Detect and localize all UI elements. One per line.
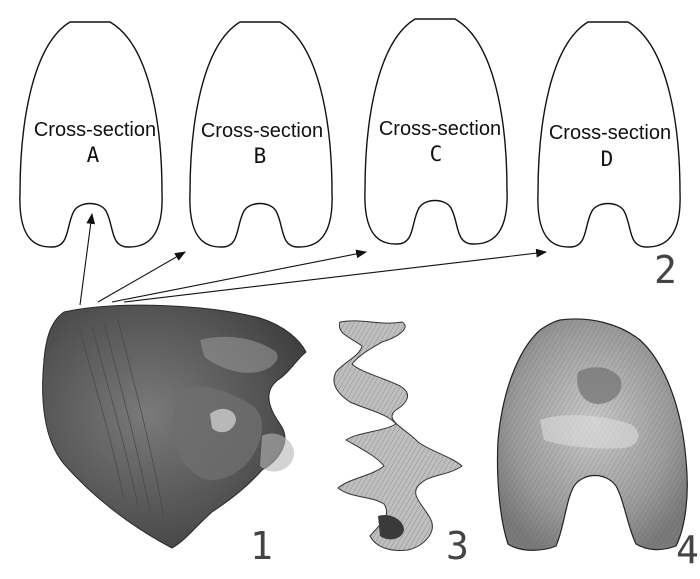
panel-4-fiber-section [496,318,688,551]
panel-3-mesh-section [333,320,463,551]
cross-section-a-label: Cross-section [34,119,156,141]
panel-1-3d-model [42,304,307,549]
cross-section-b: Cross-section B [189,21,333,248]
panel-number-2: 2 [654,248,677,292]
arrow-to-c [111,249,368,303]
cross-section-b-letter: B [254,144,267,168]
arrow-to-d [123,248,548,303]
cross-section-a-letter: A [87,143,100,167]
cross-section-d-letter: D [601,147,614,171]
arrow-to-a [79,212,96,306]
arrows [79,212,548,306]
cross-section-a: Cross-section A [19,21,163,248]
panel-number-4: 4 [676,528,699,572]
cross-section-b-label: Cross-section [201,120,323,142]
panel-number-1: 1 [250,524,273,568]
arrow-to-b [97,251,186,303]
cross-section-d-label: Cross-section [549,122,671,144]
cross-section-c-label: Cross-section [379,118,501,140]
cross-section-c-letter: C [430,142,443,166]
cross-section-d: Cross-section D [537,21,681,248]
cross-section-c: Cross-section C [364,18,508,245]
panel-number-3: 3 [446,524,469,568]
